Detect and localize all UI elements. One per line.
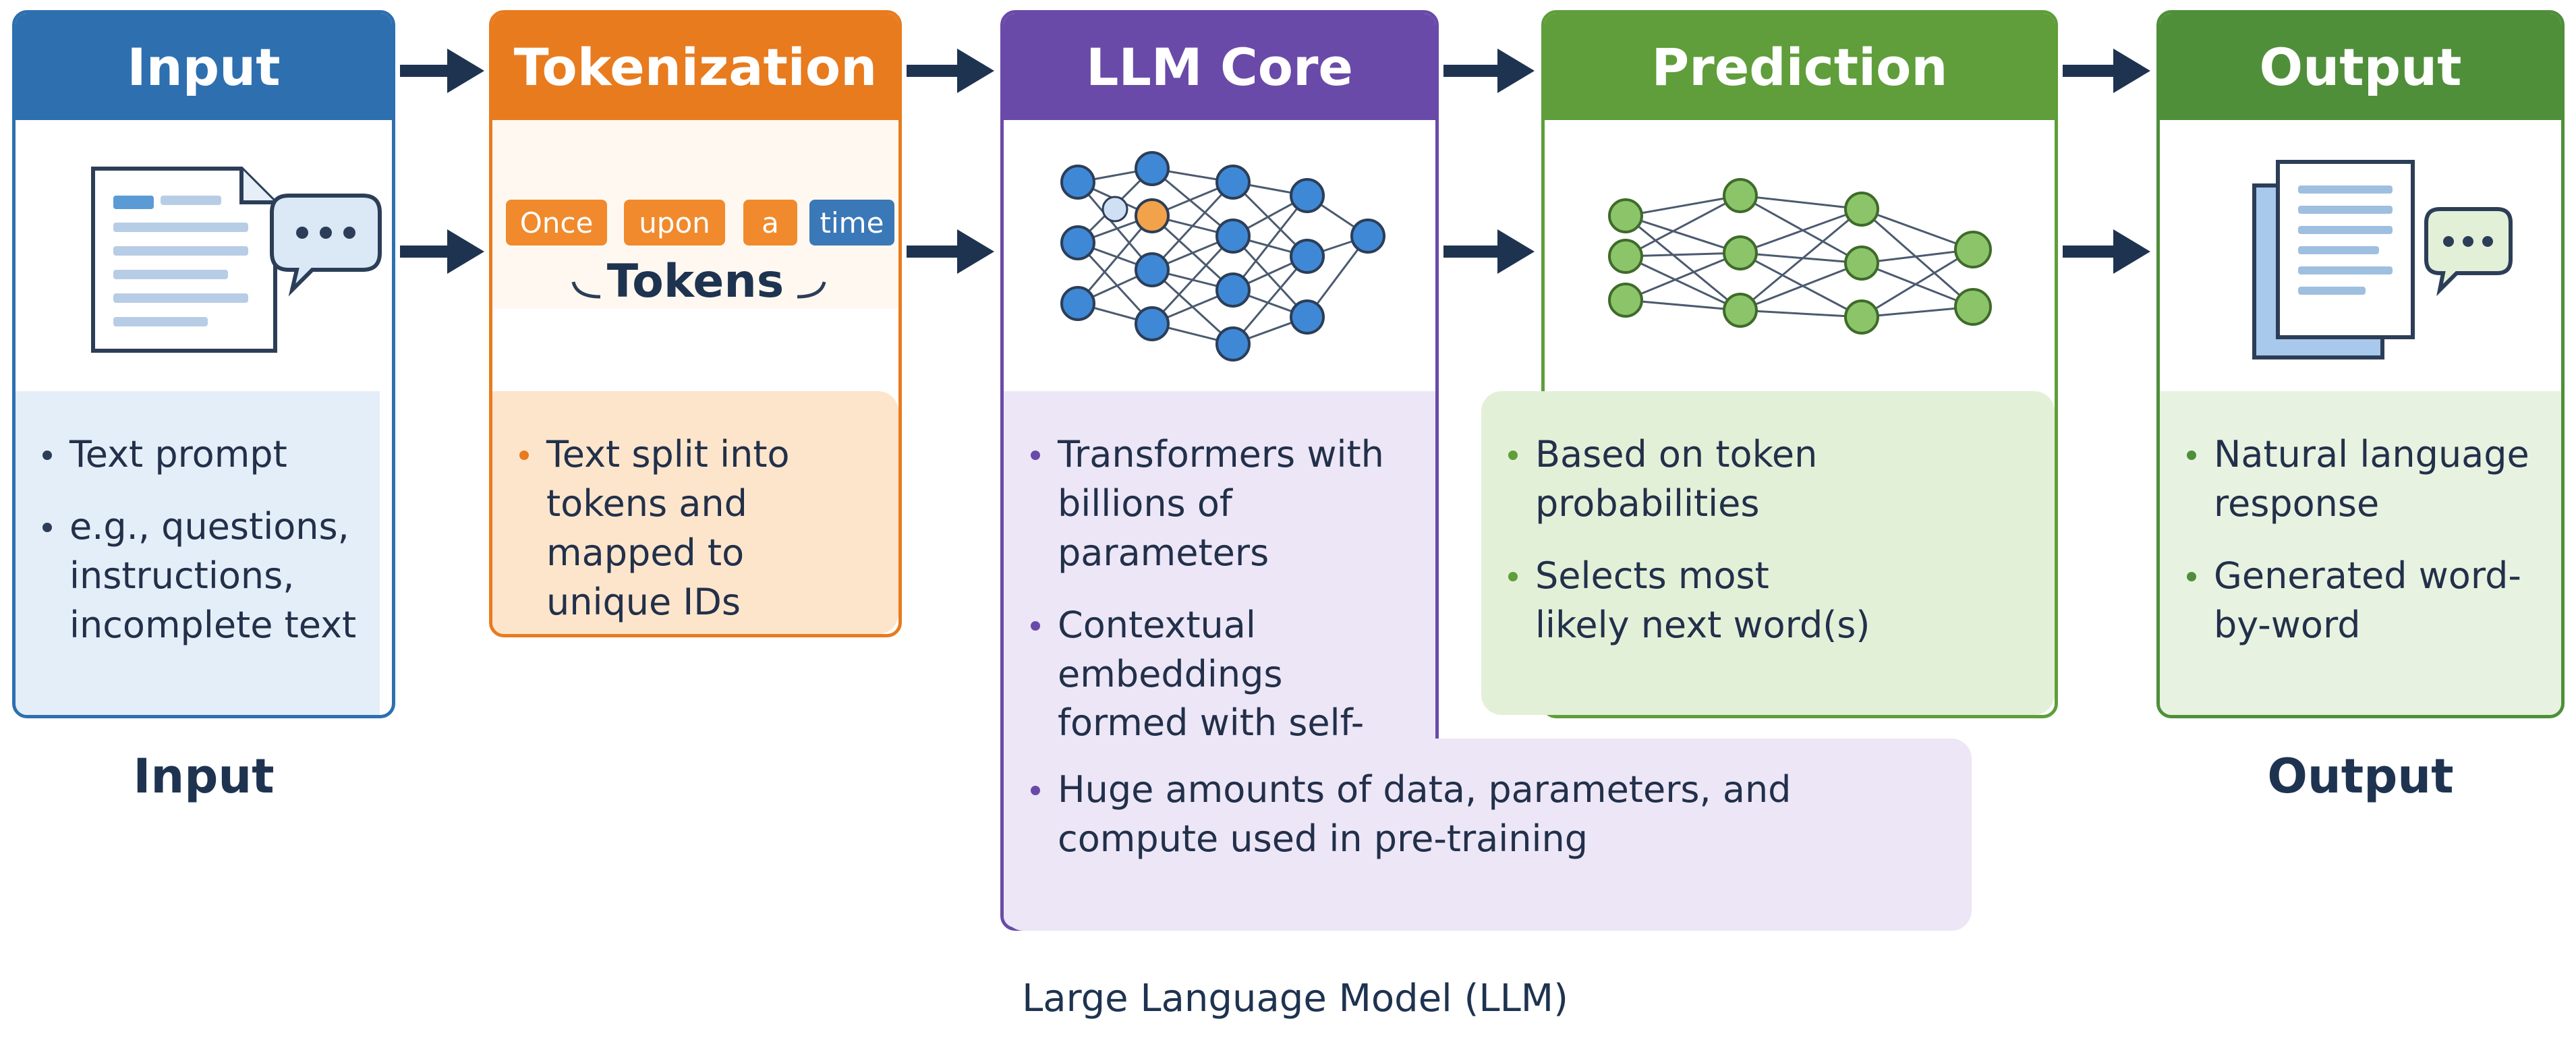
output-bullet-1: Natural language response xyxy=(2179,430,2541,529)
stage-llm-core-bullets: Transformers with billions of parameters… xyxy=(1023,430,1415,797)
input-bullet-2: e.g., questions, instructions, incomplet… xyxy=(34,502,360,650)
llm-core-bullet-3: Huge amounts of data, parameters, and co… xyxy=(1023,766,1833,864)
llm-core-bullet-1: Transformers with billions of parameters xyxy=(1023,430,1435,578)
arrow-input-to-tokenization-top xyxy=(400,49,484,93)
output-bullet-2: Generated word-by-word xyxy=(2179,552,2541,650)
llm-core-bullet-2: Contextual embeddings formed with self-a… xyxy=(1023,601,1415,798)
tokens-area: Once upon a time Tokens xyxy=(492,120,898,309)
stage-output-bullets: Natural language response Generated word… xyxy=(2179,430,2541,650)
arrow-core-to-prediction-mid xyxy=(1443,229,1535,274)
tokens-label: Tokens xyxy=(606,255,784,308)
caption-input: Input xyxy=(133,749,275,804)
neural-network-icon xyxy=(1060,151,1385,362)
token-chip-4: time xyxy=(809,200,894,246)
stage-output-header: Output xyxy=(2160,13,2561,120)
stage-prediction-bullets: Based on token probabilities Selects mos… xyxy=(1500,430,2034,650)
arrow-tokenization-to-core-mid xyxy=(907,229,994,274)
stage-tokenization-panel: Text split into tokens and mapped to uni… xyxy=(492,391,898,634)
stage-input-header: Input xyxy=(16,13,392,120)
stage-input: Input Text prompt e.g., questions, instr… xyxy=(12,10,395,718)
arrow-prediction-to-output-mid xyxy=(2063,229,2150,274)
prediction-network-icon xyxy=(1608,178,1992,335)
stage-prediction-header: Prediction xyxy=(1545,13,2055,120)
diagram-title: Large Language Model (LLM) xyxy=(1022,977,1568,1020)
stage-input-panel: Text prompt e.g., questions, instruction… xyxy=(16,391,380,715)
token-chip-1: Once xyxy=(506,200,607,246)
stage-llm-core-bullets-extended: Huge amounts of data, parameters, and co… xyxy=(1023,766,1951,864)
prediction-bullet-1: Based on token probabilities xyxy=(1500,430,2034,529)
arrow-core-to-prediction-top xyxy=(1443,49,1535,93)
token-chip-2: upon xyxy=(624,200,725,246)
caption-output: Output xyxy=(2267,749,2454,804)
stage-output-panel: Natural language response Generated word… xyxy=(2160,391,2561,715)
arrow-tokenization-to-core-top xyxy=(907,49,994,93)
arrow-prediction-to-output-top xyxy=(2063,49,2150,93)
stage-input-bullets: Text prompt e.g., questions, instruction… xyxy=(34,430,360,650)
stage-prediction-panel: Based on token probabilities Selects mos… xyxy=(1481,391,2055,715)
llm-core-extended-panel: Huge amounts of data, parameters, and co… xyxy=(1004,739,1972,931)
stage-llm-core-header: LLM Core xyxy=(1004,13,1435,120)
output-documents-icon xyxy=(2252,160,2513,359)
stage-tokenization-header: Tokenization xyxy=(492,13,898,120)
token-chip-3: a xyxy=(743,200,797,246)
stage-output: Output Natural language response Generat… xyxy=(2156,10,2565,718)
tokens-bracket-icon xyxy=(571,281,826,299)
arrow-input-to-tokenization-mid xyxy=(400,229,484,274)
prediction-bullet-2: Selects most likely next word(s) xyxy=(1500,552,2034,650)
stage-tokenization: Tokenization Once upon a time Tokens Tex… xyxy=(489,10,902,637)
tokenization-bullet-1: Text split into tokens and mapped to uni… xyxy=(511,430,878,627)
stage-tokenization-bullets: Text split into tokens and mapped to uni… xyxy=(511,430,878,627)
input-bullet-1: Text prompt xyxy=(34,430,360,480)
document-chat-icon xyxy=(91,167,382,353)
